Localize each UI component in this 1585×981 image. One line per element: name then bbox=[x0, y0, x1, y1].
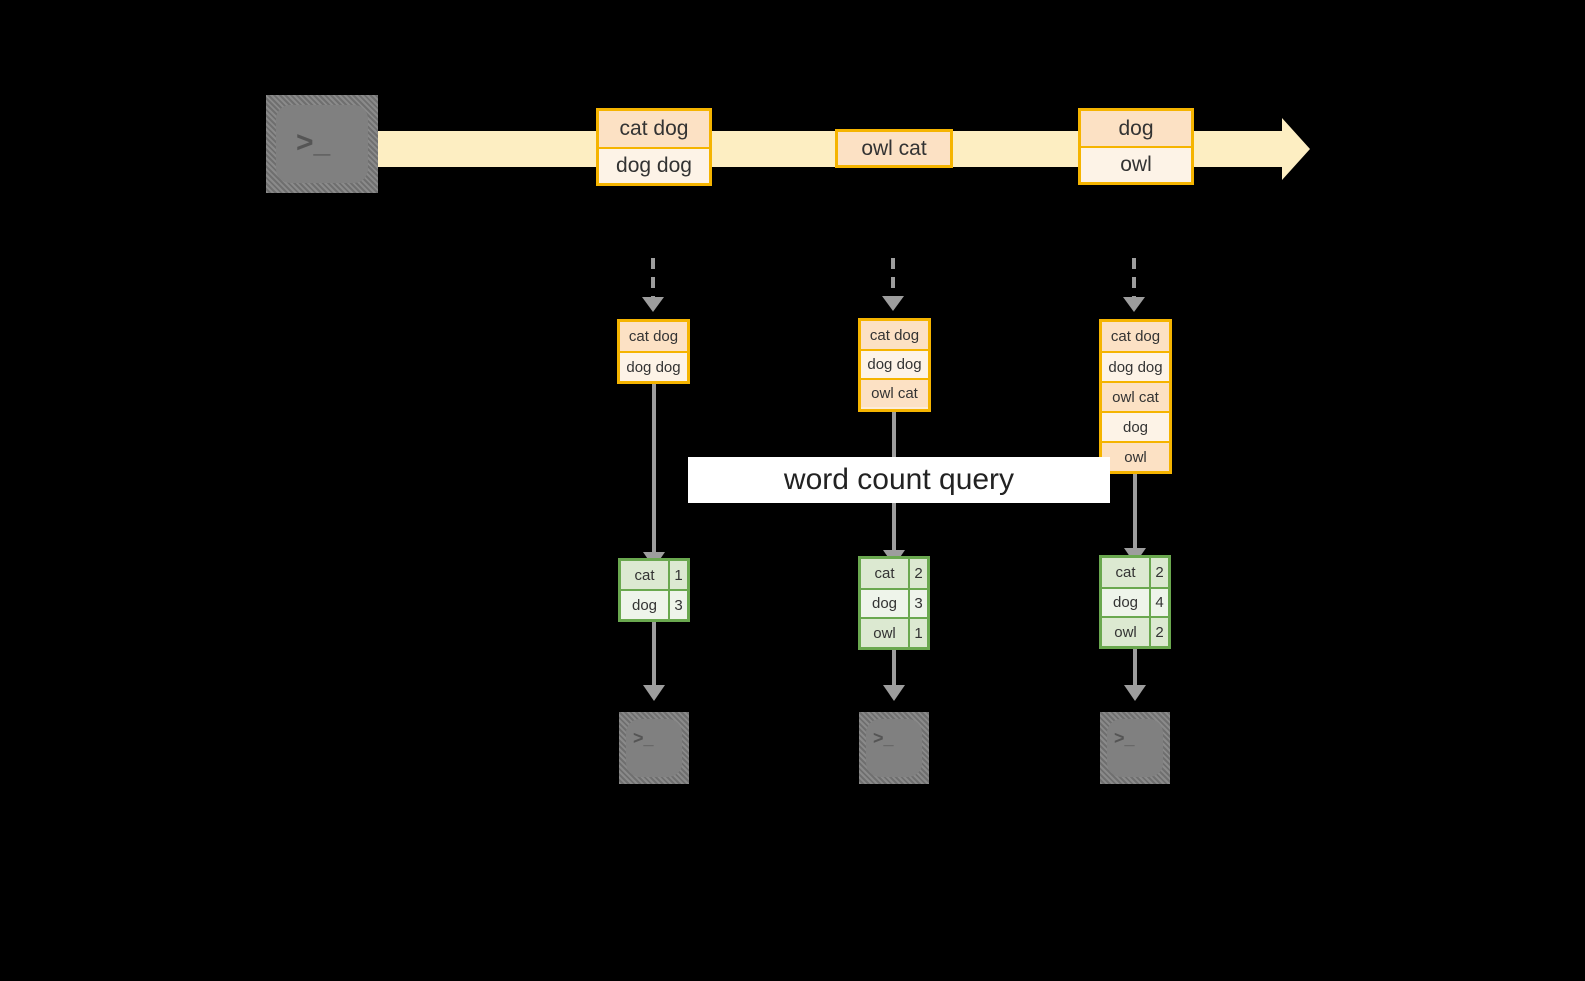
snapshot-3-result-table[interactable]: cat 2 dog 4 owl 2 bbox=[1099, 555, 1171, 649]
stream-event-1-line-1: cat dog bbox=[599, 111, 709, 147]
snapshot-3-capture-arrow-head bbox=[1123, 297, 1145, 312]
result-word: owl bbox=[1102, 618, 1149, 646]
result-count: 2 bbox=[1149, 558, 1168, 587]
snapshot-1-output-arrow-line bbox=[652, 622, 656, 690]
result-count: 2 bbox=[1149, 618, 1168, 646]
table-row: cat 1 bbox=[621, 561, 687, 589]
result-word: dog bbox=[861, 590, 908, 617]
snapshot-2-line-2: dog dog bbox=[861, 349, 928, 378]
table-row: dog 3 bbox=[861, 588, 927, 617]
snapshot-2-output-arrow-head bbox=[883, 685, 905, 701]
snapshot-1-line-2: dog dog bbox=[620, 351, 687, 381]
table-row: dog 4 bbox=[1102, 587, 1168, 616]
snapshot-2-sink-terminal-icon[interactable]: >_ bbox=[859, 712, 929, 784]
result-word: dog bbox=[1102, 589, 1149, 616]
result-word: cat bbox=[861, 559, 908, 588]
terminal-face bbox=[866, 719, 922, 777]
snapshot-3-output-arrow-line bbox=[1133, 649, 1137, 691]
result-count: 3 bbox=[908, 590, 927, 617]
terminal-face bbox=[276, 105, 368, 183]
snapshot-2-line-3: owl cat bbox=[861, 378, 928, 407]
terminal-prompt-glyph: >_ bbox=[873, 728, 894, 748]
snapshot-1-query-arrow-line bbox=[652, 384, 656, 559]
table-row: cat 2 bbox=[861, 559, 927, 588]
terminal-prompt-glyph: >_ bbox=[296, 126, 331, 159]
stream-event-2[interactable]: owl cat bbox=[835, 129, 953, 168]
snapshot-1-result-table[interactable]: cat 1 dog 3 bbox=[618, 558, 690, 622]
snapshot-3-sink-terminal-icon[interactable]: >_ bbox=[1100, 712, 1170, 784]
table-row: dog 3 bbox=[621, 589, 687, 619]
snapshot-3-line-4: dog bbox=[1102, 411, 1169, 441]
snapshot-2-capture-arrow-line bbox=[891, 258, 895, 299]
snapshot-3-output-arrow-head bbox=[1124, 685, 1146, 701]
stream-arrow-head bbox=[1282, 118, 1310, 180]
snapshot-1-capture-arrow-head bbox=[642, 297, 664, 312]
snapshot-3-query-arrow-line bbox=[1133, 474, 1137, 555]
stream-event-2-line-1: owl cat bbox=[838, 132, 950, 165]
terminal-face bbox=[626, 719, 682, 777]
result-count: 2 bbox=[908, 559, 927, 588]
snapshot-3-capture-arrow-line bbox=[1132, 258, 1136, 300]
result-count: 1 bbox=[668, 561, 687, 589]
stream-event-1-line-2: dog dog bbox=[599, 147, 709, 183]
snapshot-3-line-5: owl bbox=[1102, 441, 1169, 471]
source-terminal-icon[interactable]: >_ bbox=[266, 95, 378, 193]
terminal-face bbox=[1107, 719, 1163, 777]
terminal-prompt-glyph: >_ bbox=[1114, 728, 1135, 748]
snapshot-1-output-arrow-head bbox=[643, 685, 665, 701]
stream-event-3-line-1: dog bbox=[1081, 111, 1191, 146]
stream-event-3-line-2: owl bbox=[1081, 146, 1191, 182]
snapshot-1-line-1: cat dog bbox=[620, 322, 687, 351]
stream-event-3[interactable]: dog owl bbox=[1078, 108, 1194, 185]
result-count: 4 bbox=[1149, 589, 1168, 616]
result-count: 1 bbox=[908, 619, 927, 647]
table-row: owl 1 bbox=[861, 617, 927, 647]
result-count: 3 bbox=[668, 591, 687, 619]
snapshot-3-line-2: dog dog bbox=[1102, 351, 1169, 381]
snapshot-2-result-table[interactable]: cat 2 dog 3 owl 1 bbox=[858, 556, 930, 650]
snapshot-3-line-1: cat dog bbox=[1102, 322, 1169, 351]
snapshot-1-buffer[interactable]: cat dog dog dog bbox=[617, 319, 690, 384]
snapshot-3-buffer[interactable]: cat dog dog dog owl cat dog owl bbox=[1099, 319, 1172, 474]
stream-event-1[interactable]: cat dog dog dog bbox=[596, 108, 712, 186]
result-word: cat bbox=[621, 561, 668, 589]
snapshot-3-line-3: owl cat bbox=[1102, 381, 1169, 411]
table-row: cat 2 bbox=[1102, 558, 1168, 587]
snapshot-2-buffer[interactable]: cat dog dog dog owl cat bbox=[858, 318, 931, 412]
result-word: owl bbox=[861, 619, 908, 647]
snapshot-1-sink-terminal-icon[interactable]: >_ bbox=[619, 712, 689, 784]
snapshot-2-line-1: cat dog bbox=[861, 321, 928, 349]
result-word: dog bbox=[621, 591, 668, 619]
terminal-prompt-glyph: >_ bbox=[633, 728, 654, 748]
table-row: owl 2 bbox=[1102, 616, 1168, 646]
snapshot-2-capture-arrow-head bbox=[882, 296, 904, 311]
query-label: word count query bbox=[688, 457, 1110, 503]
result-word: cat bbox=[1102, 558, 1149, 587]
snapshot-1-capture-arrow-line bbox=[651, 258, 655, 300]
snapshot-2-output-arrow-line bbox=[892, 650, 896, 691]
